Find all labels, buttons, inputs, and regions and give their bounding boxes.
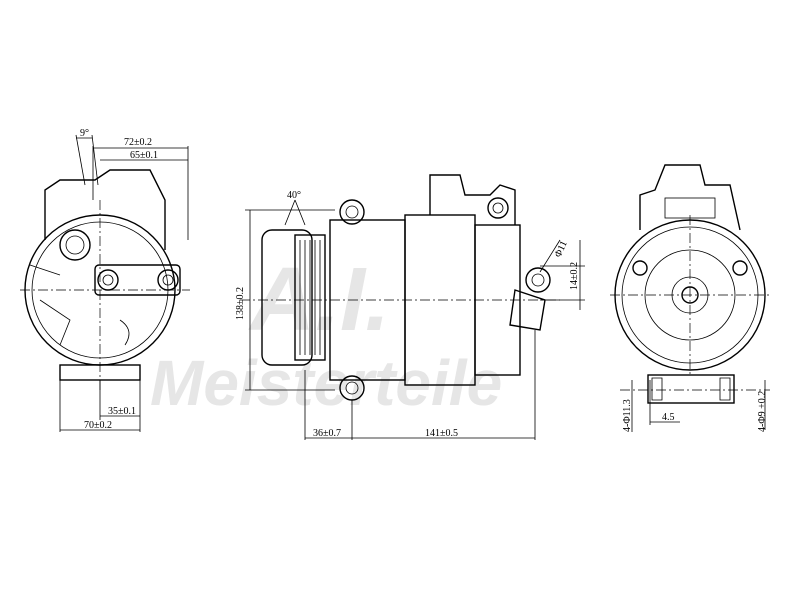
side-view: 138±0.2 40° 36±0.7 141±0.5 Φ11 14±0.2 bbox=[235, 174, 585, 440]
dim-36: 36±0.7 bbox=[313, 428, 341, 439]
dim-141: 141±0.5 bbox=[425, 428, 458, 439]
dim-phi11: Φ11 bbox=[553, 239, 570, 259]
watermark-bottom: Meisterteile bbox=[150, 347, 502, 419]
dim-angle-40: 40° bbox=[287, 190, 301, 201]
dim-4-5: 4.5 bbox=[662, 412, 675, 423]
right-end-view: 4-Φ11.3 4.5 4-Φ9 +0.2 bbox=[610, 164, 770, 432]
watermark: A.I. Meisterteile bbox=[150, 250, 502, 419]
dim-35: 35±0.1 bbox=[108, 406, 136, 417]
dim-holes-left: 4-Φ11.3 bbox=[622, 399, 633, 432]
dim-14: 14±0.2 bbox=[569, 262, 580, 290]
left-end-view: 9° 72±0.2 65±0.1 35±0.1 70±0.2 bbox=[20, 128, 190, 432]
dim-holes-right: 4-Φ9 +0.2 bbox=[757, 391, 768, 432]
dim-65: 65±0.1 bbox=[130, 150, 158, 161]
dim-70: 70±0.2 bbox=[84, 420, 112, 431]
dim-angle-9: 9° bbox=[80, 128, 89, 139]
dim-138: 138±0.2 bbox=[235, 287, 246, 320]
dim-72: 72±0.2 bbox=[124, 137, 152, 148]
